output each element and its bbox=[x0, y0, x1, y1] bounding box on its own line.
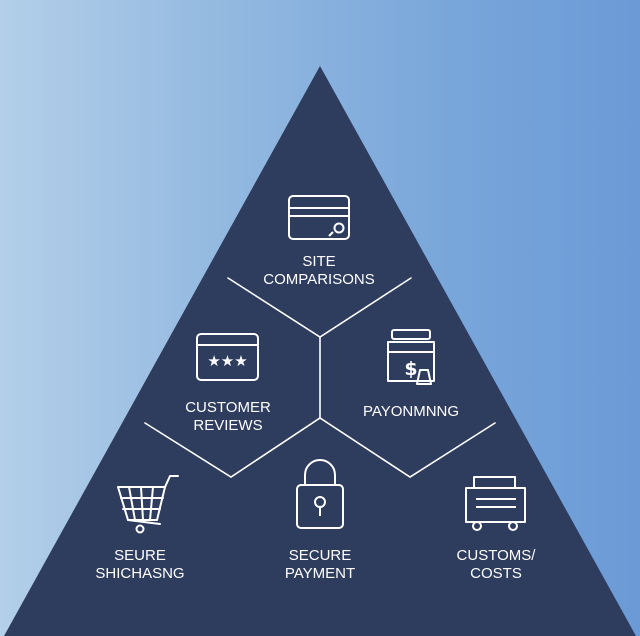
label-customs-costs: CUSTOMS/ COSTS bbox=[426, 547, 566, 583]
label-line: PAYMENT bbox=[284, 565, 356, 582]
label-payonmnng: PAYONMNNG bbox=[336, 403, 486, 421]
label-line: COMPARISONS bbox=[263, 271, 375, 288]
padlock-icon bbox=[296, 459, 344, 529]
lower-divider bbox=[144, 417, 496, 478]
label-line: REVIEWS bbox=[193, 417, 263, 434]
label-line: SEURE bbox=[114, 547, 166, 564]
label-line: COSTS bbox=[470, 565, 522, 582]
svg-text:$: $ bbox=[404, 358, 417, 380]
label-line: CUSTOMS/ bbox=[456, 547, 536, 564]
money-jar-icon: $ bbox=[387, 329, 435, 385]
label-site-comparisons: SITE COMPARISONS bbox=[244, 253, 394, 289]
credit-card-icon bbox=[288, 195, 350, 240]
label-secure-payment: SECURE PAYMENT bbox=[250, 547, 390, 583]
svg-text:★★★: ★★★ bbox=[207, 352, 247, 370]
delivery-truck-icon bbox=[465, 476, 526, 531]
label-line: SHICHASNG bbox=[95, 565, 185, 582]
browser-stars-icon: ★★★ bbox=[196, 333, 259, 381]
label-line: PAYONMNNG bbox=[362, 403, 460, 420]
divider-lines bbox=[144, 277, 496, 478]
label-line: CUSTOMER bbox=[185, 399, 271, 416]
label-line: SECURE bbox=[288, 547, 352, 564]
label-customer-reviews: CUSTOMER REVIEWS bbox=[153, 399, 303, 435]
label-line: SITE bbox=[302, 253, 336, 270]
shopping-cart-icon bbox=[117, 475, 179, 534]
label-seure-shichasng: SEURE SHICHASNG bbox=[70, 547, 210, 583]
